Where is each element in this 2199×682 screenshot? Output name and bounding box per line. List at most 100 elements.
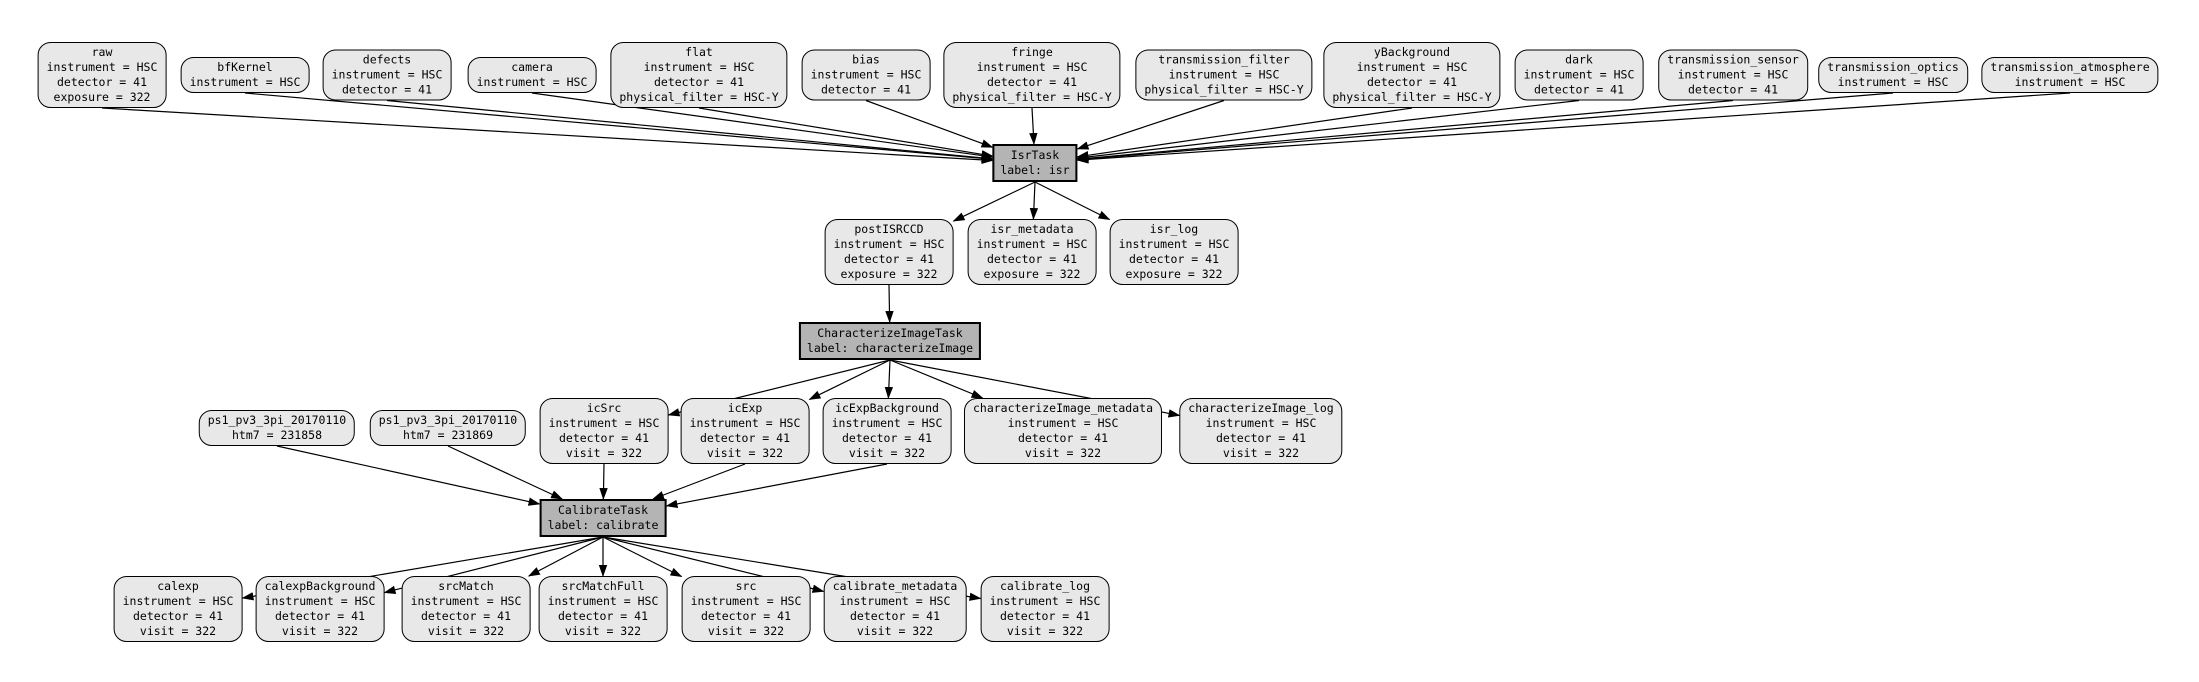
node-attr-line: instrument = HSC (1118, 237, 1230, 251)
node-attr-line: visit = 322 (856, 624, 934, 638)
edge-transmission_filter-to-isr (1076, 99, 1225, 150)
node-attr-line: detector = 41 (1687, 82, 1778, 97)
node-title: camera (511, 60, 553, 74)
edge-characterizeImage-to-icExpBackground (884, 359, 894, 399)
node-attr-line: detector = 41 (274, 609, 365, 623)
edge-isr-to-isr_log (1034, 181, 1111, 221)
edge-isr-to-isr_metadata (1029, 181, 1039, 220)
node-title: fringe (1011, 45, 1053, 59)
dataset-node-ps1_231869: ps1_pv3_3pi_20170110 htm7 = 231869 (369, 410, 527, 446)
node-attr-line: detector = 41 (820, 82, 911, 97)
edge-icSrc-to-calibrate (599, 463, 608, 500)
node-title: icExpBackground (835, 401, 939, 415)
node-attr-line: exposure = 322 (983, 267, 1081, 281)
node-title: src (735, 579, 757, 593)
node-title: raw (91, 45, 113, 59)
node-attr-line: instrument = HSC (839, 594, 951, 608)
node-attr-line: detector = 41 (56, 75, 147, 89)
node-attr-line: exposure = 322 (1125, 267, 1223, 281)
node-title: transmission_optics (1827, 60, 1959, 74)
node-attr-line: visit = 322 (848, 446, 926, 460)
node-title: defects (362, 52, 412, 67)
edge-bias-to-isr (865, 99, 994, 148)
node-attr-line: instrument = HSC (1168, 67, 1280, 82)
node-attr-line: visit = 322 (281, 624, 359, 638)
node-attr-line: instrument = HSC (1007, 416, 1119, 430)
dataset-node-transmission_atmosphere: transmission_atmosphere instrument = HSC (1981, 57, 2159, 93)
node-attr-line: instrument = HSC (1356, 60, 1468, 74)
node-attr-line: instrument = HSC (410, 594, 522, 608)
node-attrs: instrument = HSC (190, 75, 301, 90)
node-title: characterizeImage_log (1188, 401, 1334, 415)
node-title: characterizeImage_metadata (972, 401, 1154, 415)
node-title: IsrTask (1010, 148, 1060, 162)
node-attr-line: instrument = HSC (2014, 75, 2126, 89)
node-title: ps1_pv3_3pi_20170110 (378, 413, 518, 427)
node-attr-line: visit = 322 (706, 446, 784, 460)
node-attr-line: detector = 41 (849, 609, 940, 623)
node-title: transmission_atmosphere (1990, 60, 2150, 74)
node-attr-line: instrument = HSC (548, 416, 660, 430)
node-attrs: instrument = HSC (477, 75, 588, 90)
node-attr-line: detector = 41 (999, 609, 1090, 623)
node-title: CharacterizeImageTask (817, 326, 963, 340)
node-attr-line: detector = 41 (1128, 252, 1219, 266)
node-attr-line: visit = 322 (139, 624, 217, 638)
node-attr-line: visit = 322 (427, 624, 505, 638)
edge-dark-to-isr (1076, 99, 1580, 162)
edge-calibrate-to-srcMatch (527, 536, 604, 577)
node-attr-line: label: calibrate (547, 518, 659, 532)
node-attr-line: instrument = HSC (976, 237, 1088, 251)
edge-transmission_optics-to-isr (1076, 92, 1894, 163)
node-attrs: instrument = HSC (1827, 75, 1959, 90)
edge-camera-to-isr (531, 92, 994, 160)
edge-icExp-to-calibrate (652, 463, 746, 500)
edge-icExpBackground-to-calibrate (665, 463, 888, 508)
node-attr-line: instrument = HSC (547, 594, 659, 608)
node-attr-line: label: isr (1000, 163, 1070, 177)
node-title: transmission_filter (1158, 52, 1290, 67)
dataset-node-ps1_231858: ps1_pv3_3pi_20170110 htm7 = 231858 (198, 410, 356, 446)
node-attr-line: detector = 41 (341, 82, 432, 97)
task-node-characterizeImage: CharacterizeImageTask label: characteriz… (798, 322, 982, 360)
edge-characterizeImage-to-icExp (808, 359, 891, 400)
node-title: srcMatchFull (561, 579, 645, 593)
node-attr-line: physical_filter = HSC-Y (619, 90, 779, 104)
node-attr-line: instrument = HSC (690, 594, 802, 608)
node-attr-line: detector = 41 (1215, 431, 1306, 445)
edge-characterizeImage-to-characterizeImage_metadata (889, 359, 984, 399)
node-title: icSrc (586, 401, 622, 415)
node-attr-line: detector = 41 (132, 609, 223, 623)
node-attr-line: detector = 41 (653, 75, 744, 89)
node-attr-line: instrument = HSC (1205, 416, 1317, 430)
node-title: calexp (157, 579, 199, 593)
node-attr-line: instrument = HSC (689, 416, 801, 430)
node-attr-line: physical_filter = HSC-Y (1332, 90, 1492, 104)
node-title: dark (1565, 52, 1593, 67)
node-attr-line: detector = 41 (699, 431, 790, 445)
node-attr-line: instrument = HSC (476, 75, 588, 89)
node-attr-line: physical_filter = HSC-Y (952, 90, 1112, 104)
node-attr-line: visit = 322 (564, 624, 642, 638)
dataset-node-characterizeImage_metadata: characterizeImage_metadata instrument = … (963, 398, 1163, 464)
node-attr-line: instrument = HSC (989, 594, 1101, 608)
node-attr-line: detector = 41 (986, 75, 1077, 89)
